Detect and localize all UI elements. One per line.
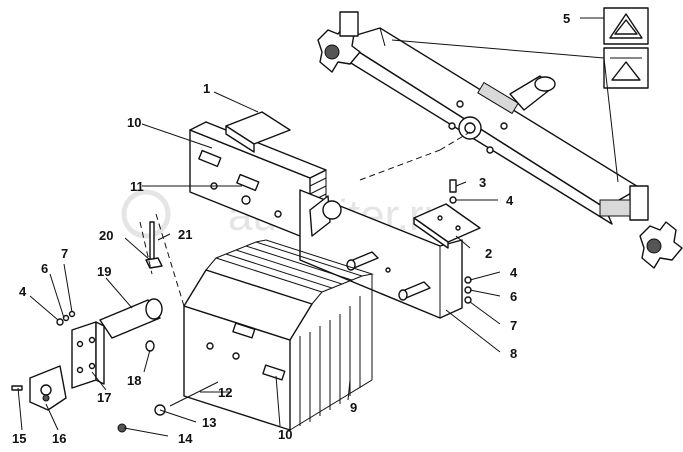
label-13: 13 [202,415,216,430]
hinge-bracket-16 [29,365,67,411]
label-19: 19 [97,264,111,279]
leader-lines [17,91,501,437]
plate-2 [413,203,481,249]
label-8: 8 [510,346,517,361]
label-6-right: 6 [510,289,517,304]
warning-symbols [603,7,649,89]
plate-1 [225,111,291,153]
label-3: 3 [479,175,486,190]
fasteners-left [11,221,219,433]
label-4-right-lower: 4 [510,265,518,280]
label-2: 2 [485,246,492,261]
label-11: 11 [130,179,144,194]
axle-beam [317,11,683,269]
triangle-up-icon [611,61,641,81]
label-1: 1 [203,81,210,96]
label-6-left: 6 [41,261,48,276]
label-10-lower: 10 [278,427,292,442]
lower-counterweight [183,239,374,431]
label-12: 12 [218,385,232,400]
label-7-right: 7 [510,318,517,333]
label-4-right-upper: 4 [506,193,514,208]
bracket-8 [299,189,463,319]
label-20: 20 [99,228,113,243]
label-4-left: 4 [19,284,27,299]
label-7-left: 7 [61,246,68,261]
label-14: 14 [178,431,193,446]
label-18: 18 [127,373,141,388]
label-16: 16 [52,431,66,446]
label-9: 9 [350,400,357,415]
label-17: 17 [97,390,111,405]
label-10-upper: 10 [127,115,141,130]
support-bracket [71,298,163,389]
part-labels: 1 10 11 20 21 5 3 4 2 4 6 7 8 9 10 12 13… [12,11,570,446]
label-21: 21 [178,227,192,242]
label-5: 5 [563,11,570,26]
label-15: 15 [12,431,26,446]
